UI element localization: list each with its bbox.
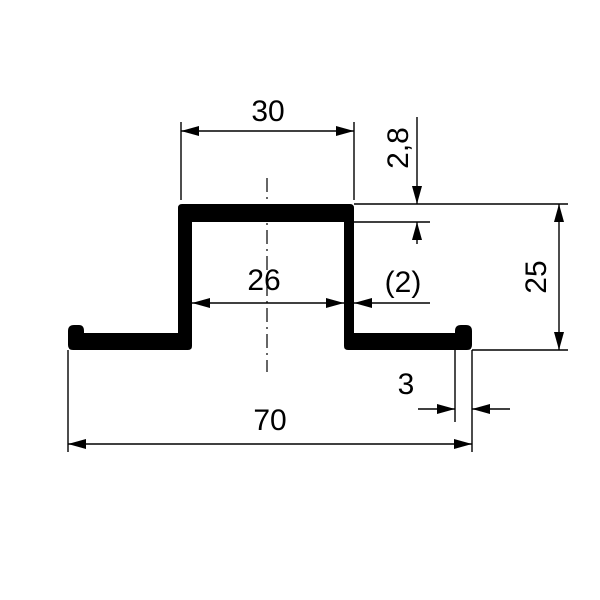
dim-label-height: 25 [520,260,553,293]
dimension-lip-width: 3 [398,350,510,452]
dimension-wall-thickness: (2) [354,266,430,308]
dimension-top-width: 30 [180,95,355,200]
dim-label-top-width: 30 [251,95,284,128]
dim-label-lip-width: 3 [398,368,415,401]
dim-label-wall-thickness: (2) [385,266,422,299]
dim-label-total-width: 70 [253,404,286,437]
dimension-inner-width: 26 [192,264,344,308]
hat-profile-section [68,204,472,350]
dim-label-flange-thickness: 2,8 [382,127,415,169]
dimension-height: 25 [472,204,568,351]
dimension-flange-thickness: 2,8 [354,117,568,244]
dimension-total-width: 70 [67,350,472,452]
dim-label-inner-width: 26 [247,264,280,297]
